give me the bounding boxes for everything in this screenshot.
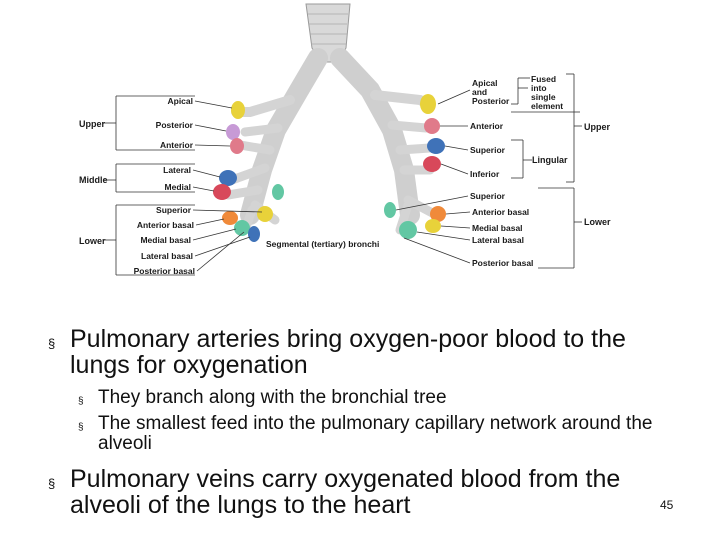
label-right-lateral-basal: Lateral basal bbox=[472, 235, 524, 245]
label-right-anterior: Anterior bbox=[470, 121, 504, 131]
bullet-list: § Pulmonary arteries bring oxygen-poor b… bbox=[48, 326, 668, 528]
label-right-apical-posterior-line2: and bbox=[472, 87, 487, 97]
colored-segments bbox=[213, 94, 446, 242]
label-right-apical-posterior-line1: Apical bbox=[472, 78, 498, 88]
bullet-marker: § bbox=[48, 476, 56, 491]
label-right-inferior: Inferior bbox=[470, 169, 500, 179]
label-left-anterior-basal: Anterior basal bbox=[137, 220, 194, 230]
sub-bullet-item: § They branch along with the bronchial t… bbox=[78, 388, 668, 412]
sub-bullet-text: The smallest feed into the pulmonary cap… bbox=[98, 413, 653, 454]
label-right-anterior-basal: Anterior basal bbox=[472, 207, 529, 217]
label-left-superior: Superior bbox=[156, 205, 192, 215]
label-right-superior: Superior bbox=[470, 145, 506, 155]
group-left-lower: Lower bbox=[79, 236, 106, 246]
bronchial-tree-diagram: Upper Middle Lower Upper Lingular Lower … bbox=[79, 3, 611, 276]
label-left-medial-basal: Medial basal bbox=[140, 235, 191, 245]
group-right-lower: Lower bbox=[584, 217, 611, 227]
sub-bullet-item: § The smallest feed into the pulmonary c… bbox=[78, 414, 668, 454]
label-right-apical-posterior-line3: Posterior bbox=[472, 96, 510, 106]
sub-bullet-marker: § bbox=[78, 422, 84, 433]
label-right-superior-lower: Superior bbox=[470, 191, 506, 201]
fused-note-line3: single bbox=[531, 92, 556, 102]
label-right-posterior-basal: Posterior basal bbox=[472, 258, 533, 268]
label-left-apical: Apical bbox=[167, 96, 193, 106]
sub-bullet-text: They branch along with the bronchial tre… bbox=[98, 387, 447, 408]
fused-note-line2: into bbox=[531, 83, 547, 93]
bronchial-tree bbox=[223, 3, 443, 235]
label-left-lateral: Lateral bbox=[163, 165, 191, 175]
page-number: 45 bbox=[660, 498, 674, 512]
bullet-item: § Pulmonary veins carry oxygenated blood… bbox=[48, 466, 668, 518]
sub-bullet-list: § They branch along with the bronchial t… bbox=[48, 388, 668, 454]
group-right-lingular: Lingular bbox=[532, 155, 568, 165]
center-caption: Segmental (tertiary) bronchi bbox=[266, 239, 379, 249]
sub-bullet-marker: § bbox=[78, 396, 84, 407]
group-right-upper: Upper bbox=[584, 122, 611, 132]
fused-note-line4: element bbox=[531, 101, 563, 111]
right-leader-lines bbox=[395, 73, 582, 269]
bullet-marker: § bbox=[48, 336, 56, 351]
group-left-upper: Upper bbox=[79, 119, 106, 129]
bullet-text: Pulmonary arteries bring oxygen-poor blo… bbox=[70, 325, 626, 379]
label-left-posterior: Posterior bbox=[156, 120, 194, 130]
left-leader-lines bbox=[102, 95, 263, 276]
label-left-posterior-basal: Posterior basal bbox=[134, 266, 195, 276]
label-left-anterior: Anterior bbox=[160, 140, 194, 150]
bullet-item: § Pulmonary arteries bring oxygen-poor b… bbox=[48, 326, 668, 378]
fused-note-line1: Fused bbox=[531, 74, 556, 84]
bullet-text: Pulmonary veins carry oxygenated blood f… bbox=[70, 465, 621, 519]
label-left-lateral-basal: Lateral basal bbox=[141, 251, 193, 261]
group-left-middle: Middle bbox=[79, 175, 108, 185]
label-left-medial: Medial bbox=[165, 182, 191, 192]
label-right-medial-basal: Medial basal bbox=[472, 223, 523, 233]
